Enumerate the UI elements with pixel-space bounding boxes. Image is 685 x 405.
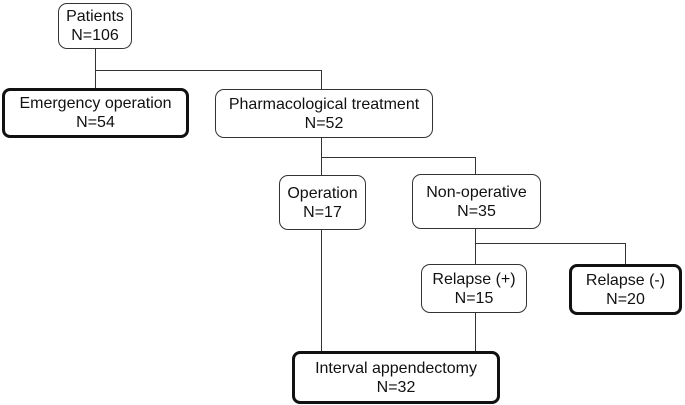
relapse-negative-count: N=20 [606,290,645,308]
non-operative-count: N=35 [457,202,496,220]
operation-box: Operation N=17 [279,175,366,230]
interval-appendectomy-count: N=32 [376,378,416,396]
connector-patients-branch [95,49,322,90]
relapse-positive-box: Relapse (+) N=15 [421,264,527,313]
pharmacological-treatment-box: Pharmacological treatment N=52 [215,89,433,138]
connector-non-operative-branch [475,229,626,265]
pharmacological-treatment-label: Pharmacological treatment [228,95,420,113]
patients-box: Patients N=106 [58,3,132,49]
non-operative-box: Non-operative N=35 [412,174,541,229]
non-operative-label: Non-operative [426,183,527,201]
emergency-operation-box: Emergency operation N=54 [2,88,189,138]
patients-label: Patients [66,8,124,25]
emergency-operation-count: N=54 [76,114,115,131]
patients-count: N=106 [71,27,119,44]
interval-appendectomy-label: Interval appendectomy [315,359,477,377]
relapse-negative-box: Relapse (-) N=20 [569,264,682,315]
pharmacological-treatment-count: N=52 [304,114,344,132]
connector-pharmacological-branch [321,138,476,174]
relapse-positive-count: N=15 [454,289,494,307]
relapse-negative-label: Relapse (-) [585,271,666,289]
emergency-operation-label: Emergency operation [19,95,172,112]
interval-appendectomy-box: Interval appendectomy N=32 [292,351,500,404]
relapse-positive-label: Relapse (+) [432,270,516,288]
operation-count: N=17 [303,203,342,221]
operation-label: Operation [287,184,358,202]
